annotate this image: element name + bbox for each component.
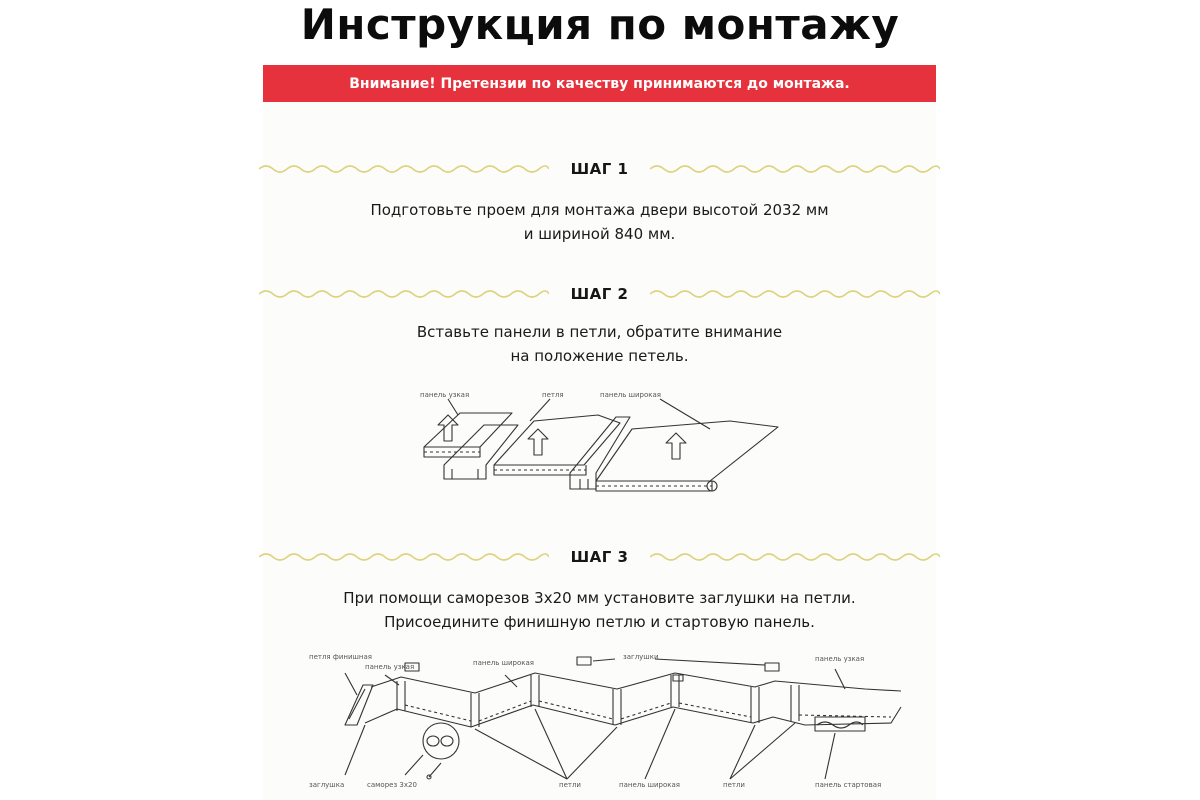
step-2-header: ШАГ 2 <box>258 283 941 305</box>
label-loops-1: петли <box>559 781 581 789</box>
wave-divider-right <box>650 553 941 561</box>
instruction-sheet <box>263 102 936 800</box>
label-wide-panel: панель широкая <box>473 659 534 667</box>
page-title: Инструкция по монтажу <box>300 0 900 49</box>
wave-divider-left <box>258 165 549 173</box>
step-2-label: ШАГ 2 <box>570 285 629 303</box>
step-2-line-1: Вставьте панели в петли, обратите вниман… <box>416 323 783 341</box>
label-start-panel: панель стартовая <box>815 781 881 789</box>
wave-divider-right <box>650 290 941 298</box>
step-1-header: ШАГ 1 <box>258 158 941 180</box>
step-1-text: Подготовьте проем для монтажа двери высо… <box>263 198 936 246</box>
step-1-label: ШАГ 1 <box>570 160 629 178</box>
label-loops-2: петли <box>723 781 745 789</box>
label-caps: заглушки <box>623 653 659 661</box>
wave-divider-right <box>650 165 941 173</box>
assembly-diagram: петля финишная панель узкая панель широк… <box>309 653 902 789</box>
step-3-header: ШАГ 3 <box>258 546 941 568</box>
panel-loop-diagram: панель узкая петля панель широкая <box>420 391 779 492</box>
label-narrow-panel: панель узкая <box>365 663 414 671</box>
label-narrow-panel-right: панель узкая <box>815 655 864 663</box>
wave-divider-left <box>258 290 549 298</box>
label-loop: петля <box>542 391 564 399</box>
label-wide-panel: панель широкая <box>600 391 661 399</box>
label-cap: заглушка <box>309 781 344 789</box>
wave-divider-left <box>258 553 549 561</box>
step-1-line-1: Подготовьте проем для монтажа двери высо… <box>370 201 829 219</box>
step-1-line-2: и шириной 840 мм. <box>523 225 676 243</box>
step-3-label: ШАГ 3 <box>570 548 629 566</box>
warning-banner: Внимание! Претензии по качеству принимаю… <box>263 65 936 102</box>
step-3-line-1: При помощи саморезов 3х20 мм установите … <box>343 589 856 607</box>
label-narrow-panel: панель узкая <box>420 391 469 399</box>
step-2-line-2: на положение петель. <box>510 347 689 365</box>
step-3-line-2: Присоедините финишную петлю и стартовую … <box>384 613 815 631</box>
step-3-text: При помощи саморезов 3х20 мм установите … <box>263 586 936 634</box>
label-finish-loop: петля финишная <box>309 653 372 661</box>
label-wide-panel-bottom: панель широкая <box>619 781 680 789</box>
label-screw: саморез 3х20 <box>367 781 417 789</box>
step-2-text: Вставьте панели в петли, обратите вниман… <box>263 320 936 368</box>
